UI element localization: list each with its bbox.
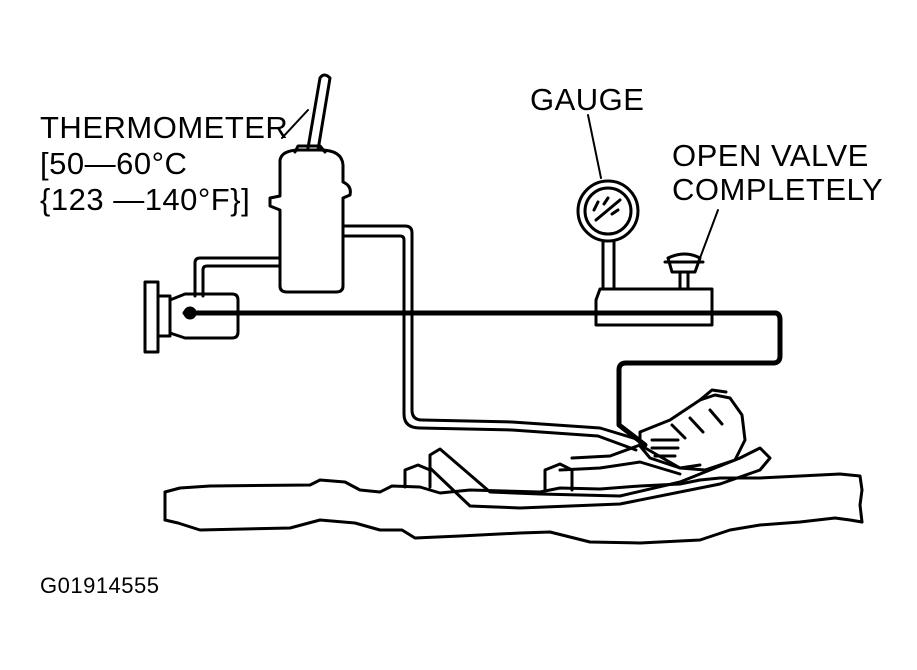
control-valve: [638, 388, 747, 472]
gauge-label: GAUGE: [530, 82, 645, 117]
power-steering-pump: [143, 280, 240, 354]
thermometer-range-celsius: [50—60°C: [40, 146, 188, 181]
pressure-gauge: [576, 179, 640, 243]
shut-off-valve: [663, 252, 705, 291]
thermometer-label: THERMOMETER: [40, 110, 289, 145]
figure-id: G01914555: [40, 573, 160, 598]
thermometer-range-fahrenheit: {123 —140°F}]: [40, 182, 251, 217]
rack-pipes: [428, 443, 772, 510]
steering-gear-housing: [163, 472, 864, 545]
reservoir: [268, 144, 352, 294]
valve-label-line1: OPEN VALVE: [672, 138, 869, 173]
valve-label-line2: COMPLETELY: [672, 172, 884, 207]
pump-pressure-line: [182, 310, 783, 448]
thermometer: [306, 73, 332, 152]
return-line: [341, 224, 642, 452]
supply-line: [193, 256, 282, 298]
leader-lines: [281, 109, 719, 259]
rack-fittings: [403, 462, 574, 492]
gauge-valve-block: [594, 240, 714, 327]
